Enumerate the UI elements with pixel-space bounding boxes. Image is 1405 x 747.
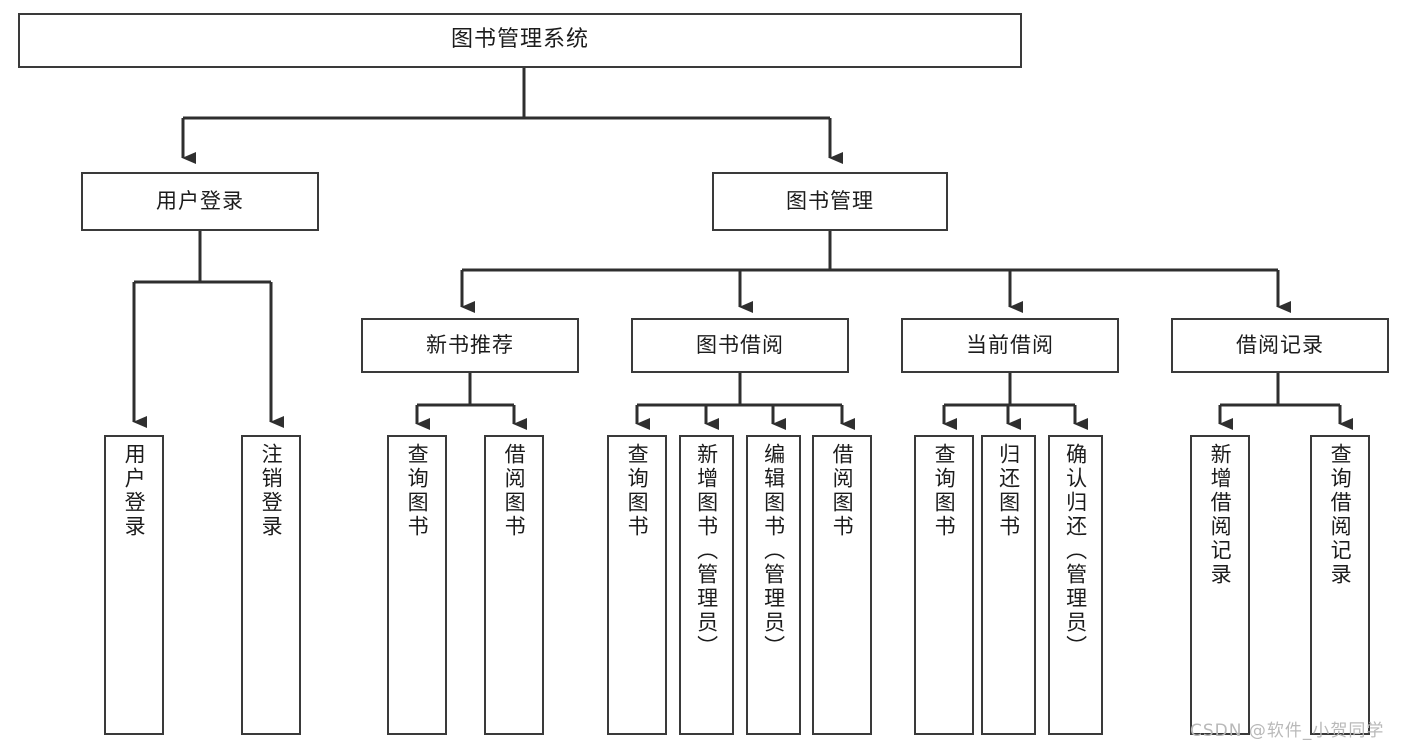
leaf-add-borrow-record[interactable]: 新增借阅记录 — [1190, 435, 1250, 735]
node-borrow-records[interactable]: 借阅记录 — [1171, 318, 1389, 373]
leaf-user-login-label: 用户登录 — [122, 443, 147, 539]
leaf-query-book-current-label: 查询图书 — [932, 443, 957, 539]
node-borrow-records-label: 借阅记录 — [1236, 332, 1324, 357]
node-new-book-recommend[interactable]: 新书推荐 — [361, 318, 579, 373]
node-user-login[interactable]: 用户登录 — [81, 172, 319, 231]
leaf-confirm-return-admin-label: 确认归还（管理员） — [1063, 443, 1088, 659]
node-current-borrow[interactable]: 当前借阅 — [901, 318, 1119, 373]
leaf-confirm-return-admin[interactable]: 确认归还（管理员） — [1048, 435, 1103, 735]
leaf-query-book-recommend-label: 查询图书 — [405, 443, 430, 539]
leaf-add-book-admin-label: 新增图书（管理员） — [694, 443, 719, 659]
leaf-query-book-borrow[interactable]: 查询图书 — [607, 435, 667, 735]
leaf-user-login[interactable]: 用户登录 — [104, 435, 164, 735]
leaf-add-borrow-record-label: 新增借阅记录 — [1208, 443, 1233, 587]
leaf-return-book-label: 归还图书 — [996, 443, 1021, 539]
leaf-query-book-recommend[interactable]: 查询图书 — [387, 435, 447, 735]
leaf-query-book-borrow-label: 查询图书 — [625, 443, 650, 539]
node-user-login-label: 用户登录 — [156, 188, 244, 213]
leaf-return-book[interactable]: 归还图书 — [981, 435, 1036, 735]
leaf-borrow-book-recommend-label: 借阅图书 — [502, 443, 527, 539]
node-current-borrow-label: 当前借阅 — [966, 332, 1054, 357]
leaf-query-book-current[interactable]: 查询图书 — [914, 435, 974, 735]
csdn-watermark-text: CSDN @软件_小贺同学 — [1190, 721, 1385, 741]
node-book-management-label: 图书管理 — [786, 188, 874, 213]
leaf-logout-label: 注销登录 — [259, 443, 284, 539]
leaf-add-book-admin[interactable]: 新增图书（管理员） — [679, 435, 734, 735]
node-book-management[interactable]: 图书管理 — [712, 172, 948, 231]
leaf-borrow-book-label: 借阅图书 — [830, 443, 855, 539]
node-root-label: 图书管理系统 — [450, 27, 589, 53]
leaf-borrow-book[interactable]: 借阅图书 — [812, 435, 872, 735]
node-book-borrow-label: 图书借阅 — [696, 332, 784, 357]
leaf-edit-book-admin[interactable]: 编辑图书（管理员） — [746, 435, 801, 735]
leaf-edit-book-admin-label: 编辑图书（管理员） — [761, 443, 786, 659]
leaf-query-borrow-record-label: 查询借阅记录 — [1328, 443, 1353, 587]
node-root[interactable]: 图书管理系统 — [18, 13, 1022, 68]
leaf-query-borrow-record[interactable]: 查询借阅记录 — [1310, 435, 1370, 735]
csdn-watermark: CSDN @软件_小贺同学 — [1190, 716, 1384, 741]
leaf-logout[interactable]: 注销登录 — [241, 435, 301, 735]
leaf-borrow-book-recommend[interactable]: 借阅图书 — [484, 435, 544, 735]
node-book-borrow[interactable]: 图书借阅 — [631, 318, 849, 373]
node-new-book-recommend-label: 新书推荐 — [426, 332, 514, 357]
